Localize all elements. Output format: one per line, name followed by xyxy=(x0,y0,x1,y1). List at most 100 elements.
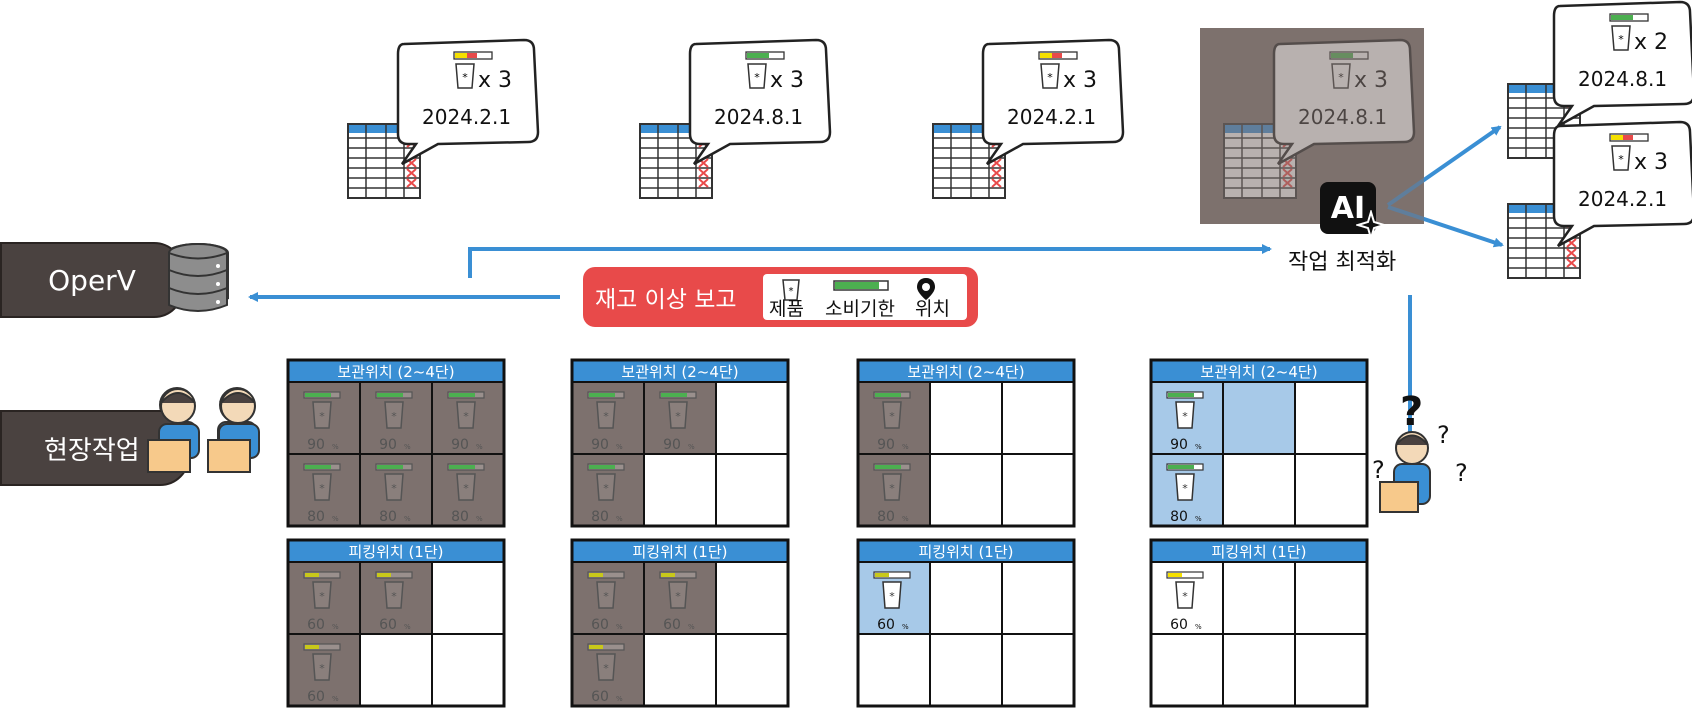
storage-header: 보관위치 (2~4단) xyxy=(907,363,1024,381)
picking-header: 피킹위치 (1단) xyxy=(632,543,727,561)
percent-unit: % xyxy=(404,623,411,631)
svg-text:*: * xyxy=(1182,410,1188,423)
rack-cell xyxy=(929,381,1003,455)
rack-cell xyxy=(715,453,789,527)
svg-text:*: * xyxy=(391,482,397,495)
bubble-date: 2024.2.1 xyxy=(422,105,511,129)
product-icon xyxy=(456,401,476,429)
svg-text:*: * xyxy=(603,590,609,603)
svg-text:*: * xyxy=(754,71,760,84)
svg-text:*: * xyxy=(675,410,681,423)
bubble-count: x 3 xyxy=(1063,68,1097,93)
picking-grid: 피킹위치 (1단)*60% xyxy=(856,538,1076,708)
percent-unit: % xyxy=(1195,443,1202,451)
rack-cell: *80% xyxy=(571,453,645,527)
rack-cell: *60% xyxy=(643,561,717,635)
svg-text:*: * xyxy=(463,482,469,495)
svg-text:*: * xyxy=(889,590,895,603)
location-pin-icon xyxy=(917,278,935,300)
percent-unit: % xyxy=(616,515,623,523)
bubble-date: 2024.2.1 xyxy=(1007,105,1096,129)
percent-unit: % xyxy=(902,623,909,631)
svg-text:*: * xyxy=(463,410,469,423)
rack-cell xyxy=(715,381,789,455)
percent-unit: % xyxy=(404,515,411,523)
svg-text:*: * xyxy=(391,410,397,423)
product-icon xyxy=(1175,473,1195,501)
rack-cell: *80% xyxy=(431,453,505,527)
fill-percent: 80 xyxy=(1170,509,1188,525)
bubble-date: 2024.8.1 xyxy=(714,105,803,129)
rack-cell xyxy=(643,633,717,707)
fill-percent: 60 xyxy=(663,617,681,633)
rack-cell xyxy=(1001,381,1075,455)
rack-cell xyxy=(715,561,789,635)
legend-product-label: 제품 xyxy=(769,298,804,320)
fill-percent: 80 xyxy=(307,509,325,525)
product-icon xyxy=(312,581,332,609)
fill-percent: 60 xyxy=(1170,617,1188,633)
svg-text:*: * xyxy=(319,590,325,603)
rack-cell: *80% xyxy=(857,453,931,527)
rack-cell: *60% xyxy=(287,561,361,635)
product-icon xyxy=(456,473,476,501)
rack-cell: *90% xyxy=(359,381,433,455)
product-icon: * xyxy=(782,279,800,301)
bubble-date: 2024.8.1 xyxy=(1578,67,1667,91)
storage-header: 보관위치 (2~4단) xyxy=(621,363,738,381)
rack-cell: *90% xyxy=(1150,381,1224,455)
svg-text:*: * xyxy=(1618,33,1624,46)
rack-cell xyxy=(929,453,1003,527)
rack-cell xyxy=(929,633,1003,707)
storage-grid: 보관위치 (2~4단)*90%*90%*90%*80%*80%*80% xyxy=(286,358,506,528)
rack-cell: *60% xyxy=(359,561,433,635)
fill-percent: 90 xyxy=(451,437,469,453)
percent-unit: % xyxy=(332,623,339,631)
picking-header: 피킹위치 (1단) xyxy=(1211,543,1306,561)
percent-unit: % xyxy=(1195,515,1202,523)
percent-unit: % xyxy=(616,695,623,703)
product-icon xyxy=(455,63,475,89)
fill-percent: 90 xyxy=(877,437,895,453)
rack-grids: 보관위치 (2~4단)*90%*90%*90%*80%*80%*80%피킹위치 … xyxy=(286,358,1369,708)
storage-grid: 보관위치 (2~4단)*90%*80% xyxy=(856,358,1076,528)
svg-text:*: * xyxy=(391,590,397,603)
report-title: 재고 이상 보고 xyxy=(595,287,737,313)
rack-cell: *60% xyxy=(857,561,931,635)
anomaly-report-box: 재고 이상 보고 * 제품 소비기한 위치 xyxy=(583,267,978,327)
question-mark: ? xyxy=(1372,456,1385,484)
rack-cell xyxy=(715,633,789,707)
picking-header: 피킹위치 (1단) xyxy=(348,543,443,561)
percent-unit: % xyxy=(688,443,695,451)
rack-cell xyxy=(431,633,505,707)
product-icon xyxy=(1040,63,1060,89)
rack-cell xyxy=(1001,453,1075,527)
product-icon xyxy=(1611,145,1631,171)
ai-badge-label: AI xyxy=(1330,190,1366,226)
legend-location-label: 위치 xyxy=(915,298,950,320)
storage-grid: 보관위치 (2~4단)*90%* 80% xyxy=(1149,358,1369,528)
svg-text:*: * xyxy=(675,590,681,603)
percent-unit: % xyxy=(616,623,623,631)
rack-cell: *60% xyxy=(571,633,645,707)
storage-header: 보관위치 (2~4단) xyxy=(1200,363,1317,381)
rack-cell: *80% xyxy=(359,453,433,527)
rack-cell: *60% xyxy=(571,561,645,635)
fill-percent: 90 xyxy=(379,437,397,453)
field-work-label: 현장작업 xyxy=(44,435,140,466)
svg-text:*: * xyxy=(603,410,609,423)
rack-cell xyxy=(1294,381,1368,455)
rack-cell xyxy=(643,453,717,527)
workers-icon-front xyxy=(147,388,260,473)
ai-icon: AI xyxy=(1320,182,1376,234)
confused-worker-icon xyxy=(1379,431,1431,513)
fill-percent: 80 xyxy=(451,509,469,525)
rack-cell: *60% xyxy=(1150,561,1224,635)
product-icon xyxy=(668,581,688,609)
fill-percent: 90 xyxy=(307,437,325,453)
sparkle-icon xyxy=(1356,210,1386,240)
